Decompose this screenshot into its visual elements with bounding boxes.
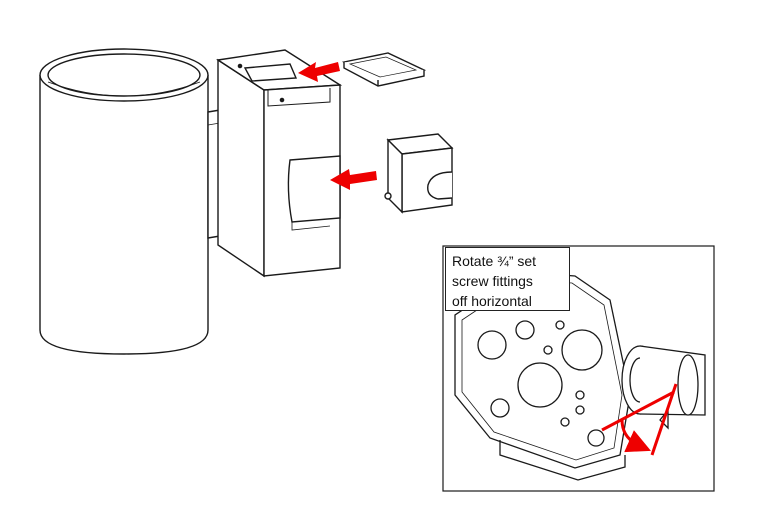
callout-line-1: Rotate ¾” set [452,253,537,269]
side-cover-plate [384,133,454,214]
callout-line-3: off horizontal [452,293,532,309]
junction-box [454,271,631,481]
rotation-indicator [601,383,678,456]
conduit-fitting [621,345,706,430]
callout-label: Rotate ¾” set screw fittings off horizon… [445,247,570,311]
mounting-bracket [216,49,343,278]
callout-line-2: screw fittings [452,273,533,289]
red-arrow [298,62,377,190]
top-cover-plate [341,52,427,87]
fixture-cylinder [39,48,209,355]
